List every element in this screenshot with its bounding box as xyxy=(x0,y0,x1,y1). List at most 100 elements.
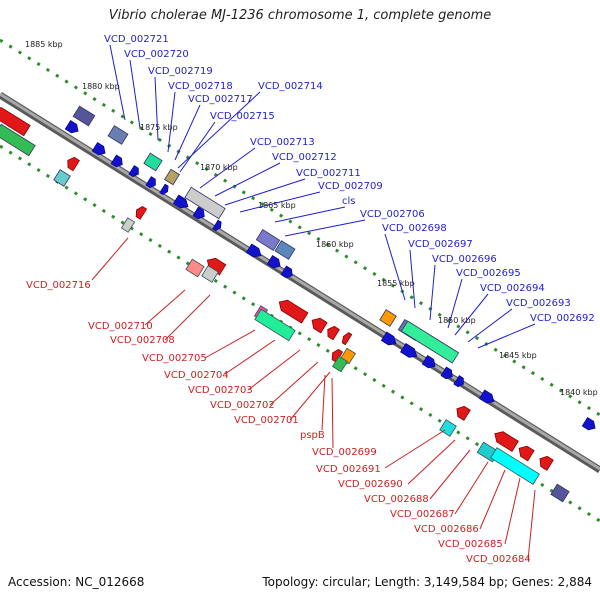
gene-label[interactable]: VCD_002690 xyxy=(338,479,403,490)
gene-block[interactable] xyxy=(184,186,226,220)
gene-block[interactable] xyxy=(185,258,205,278)
forward-gene-arrow[interactable] xyxy=(212,219,223,232)
gene-label[interactable]: VCD_002721 xyxy=(104,34,169,45)
gene-label[interactable]: VCD_002691 xyxy=(316,464,381,475)
forward-gene-arrow[interactable] xyxy=(145,176,158,190)
gene-label[interactable]: VCD_002714 xyxy=(258,81,323,92)
forward-gene-arrow[interactable] xyxy=(128,165,141,179)
gene-label[interactable]: VCD_002688 xyxy=(364,494,429,505)
gene-label[interactable]: VCD_002716 xyxy=(26,280,91,291)
gene-label[interactable]: VCD_002697 xyxy=(408,239,473,250)
leader-line xyxy=(144,289,186,326)
gene-label[interactable]: VCD_002686 xyxy=(414,524,479,535)
gene-label[interactable]: VCD_002702 xyxy=(210,400,275,411)
gene-block[interactable] xyxy=(164,168,180,186)
gene-block[interactable] xyxy=(550,483,570,503)
forward-gene-arrow[interactable] xyxy=(266,255,282,271)
gene-label[interactable]: VCD_002693 xyxy=(506,298,571,309)
forward-gene-arrow[interactable] xyxy=(421,355,437,371)
gene-label[interactable]: pspB xyxy=(300,430,325,441)
reverse-gene-arrow[interactable] xyxy=(516,443,535,462)
forward-gene-arrow[interactable] xyxy=(64,120,80,136)
map-title: Vibrio cholerae MJ-1236 chromosome 1, co… xyxy=(108,8,492,23)
gene-label[interactable]: VCD_002685 xyxy=(438,539,503,550)
gene-label[interactable]: VCD_002704 xyxy=(164,370,229,381)
gene-label[interactable]: VCD_002699 xyxy=(312,447,377,458)
gene-block[interactable] xyxy=(53,169,71,187)
gene-label[interactable]: VCD_002705 xyxy=(142,353,207,364)
reverse-gene-arrow[interactable] xyxy=(325,324,340,341)
gene-label[interactable]: VCD_002701 xyxy=(234,415,299,426)
gene-block[interactable] xyxy=(120,217,136,233)
forward-gene-arrow[interactable] xyxy=(192,206,207,221)
gene-label[interactable]: VCD_002713 xyxy=(250,137,315,148)
gene-label[interactable]: VCD_002715 xyxy=(210,111,275,122)
leader-line xyxy=(214,162,281,197)
forward-gene-arrow[interactable] xyxy=(245,243,263,260)
forward-gene-arrow[interactable] xyxy=(91,142,107,158)
gene-label[interactable]: VCD_002719 xyxy=(148,66,213,77)
reverse-gene-arrow[interactable] xyxy=(537,454,554,471)
gene-block[interactable] xyxy=(72,105,96,127)
forward-gene-arrow[interactable] xyxy=(172,194,190,211)
gene-block[interactable] xyxy=(254,308,296,342)
gene-block[interactable] xyxy=(439,419,457,437)
gene-label[interactable]: VCD_002698 xyxy=(382,223,447,234)
gene-label[interactable]: VCD_002696 xyxy=(432,254,497,265)
forward-gene-arrow[interactable] xyxy=(159,183,170,196)
forward-gene-arrow[interactable] xyxy=(400,342,420,361)
forward-gene-arrow[interactable] xyxy=(380,331,398,348)
reverse-gene-arrow[interactable] xyxy=(0,104,31,137)
gene-block[interactable] xyxy=(332,355,348,373)
gene-label[interactable]: VCD_002687 xyxy=(390,509,455,520)
gene-label[interactable]: VCD_002703 xyxy=(188,385,253,396)
reverse-gene-arrow[interactable] xyxy=(454,404,471,421)
gene-label[interactable]: VCD_002711 xyxy=(296,168,361,179)
reverse-gene-arrow[interactable] xyxy=(340,331,353,346)
gene-block[interactable] xyxy=(107,125,129,145)
gene-label[interactable]: VCD_002706 xyxy=(360,209,425,220)
gene-label[interactable]: VCD_002709 xyxy=(318,181,383,192)
gene-block[interactable] xyxy=(201,265,219,283)
gene-label[interactable]: VCD_002695 xyxy=(456,268,521,279)
forward-gene-arrow[interactable] xyxy=(110,154,125,169)
gene-block[interactable] xyxy=(0,123,36,157)
gene-label[interactable]: cls xyxy=(342,196,356,207)
gene-label[interactable]: VCD_002708 xyxy=(110,335,175,346)
gene-block[interactable] xyxy=(274,240,296,260)
forward-gene-arrow[interactable] xyxy=(453,375,466,389)
gene-label[interactable]: VCD_002692 xyxy=(530,313,595,324)
gene-label[interactable]: VCD_002718 xyxy=(168,81,233,92)
leader-line xyxy=(477,323,536,349)
forward-gene-arrow[interactable] xyxy=(478,389,496,406)
gene-label[interactable]: VCD_002710 xyxy=(88,321,153,332)
forward-gene-arrow[interactable] xyxy=(440,366,455,381)
reverse-gene-arrow[interactable] xyxy=(309,315,328,334)
accession-label: Accession: NC_012668 xyxy=(8,575,145,589)
forward-gene-arrow[interactable] xyxy=(280,265,295,280)
gene-label[interactable]: VCD_002694 xyxy=(480,283,545,294)
kbp-label: 1885 kbp xyxy=(25,40,63,49)
reverse-gene-arrow[interactable] xyxy=(492,429,519,452)
leader-line xyxy=(504,477,521,545)
gene-block[interactable] xyxy=(143,152,163,172)
forward-gene-arrow[interactable] xyxy=(581,417,597,433)
gene-label[interactable]: VCD_002720 xyxy=(124,49,189,60)
kbp-label: 1850 kbp xyxy=(438,316,476,325)
reverse-gene-arrow[interactable] xyxy=(65,155,80,172)
gene-block[interactable] xyxy=(400,320,460,364)
gene-block[interactable] xyxy=(255,229,281,251)
kbp-label: 1840 kbp xyxy=(560,388,598,397)
gene-label[interactable]: VCD_002712 xyxy=(272,152,337,163)
leader-line xyxy=(384,233,406,301)
gene-block[interactable] xyxy=(379,309,397,327)
kbp-label: 1875 kbp xyxy=(140,123,178,132)
leader-line xyxy=(454,293,489,336)
leader-line xyxy=(447,278,463,329)
reverse-gene-arrow[interactable] xyxy=(133,205,148,220)
gene-label[interactable]: VCD_002717 xyxy=(188,94,253,105)
gene-block[interactable] xyxy=(490,447,540,485)
reverse-gene-arrow[interactable] xyxy=(204,255,227,276)
reverse-gene-arrow[interactable] xyxy=(276,297,309,324)
gene-label[interactable]: VCD_002684 xyxy=(466,554,531,565)
